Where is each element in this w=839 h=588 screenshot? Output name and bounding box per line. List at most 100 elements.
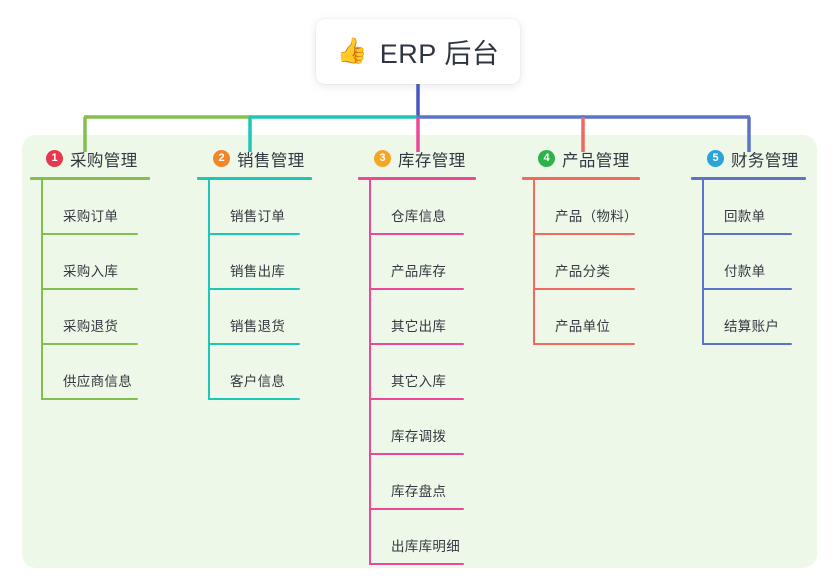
branch-items-5: 回款单付款单结算账户 [691, 180, 806, 345]
branch-item[interactable]: 出库库明细 [369, 510, 476, 565]
branch-item[interactable]: 付款单 [702, 235, 806, 290]
branch-item-label: 其它入库 [391, 374, 447, 389]
thumbs-up-icon: 👍 [336, 37, 368, 65]
branch-item[interactable]: 回款单 [702, 180, 806, 235]
branch-title-1: 采购管理 [70, 151, 138, 170]
branch-item-underline [533, 233, 635, 235]
branch-column-3: 3 库存管理仓库信息产品库存其它出库其它入库库存调拨库存盘点出库库明细 [358, 147, 476, 565]
branch-item[interactable]: 产品单位 [533, 290, 640, 345]
branch-badge-3: 3 [374, 150, 391, 167]
branch-badge-1: 1 [46, 150, 63, 167]
branch-items-4: 产品（物料） 产品分类产品单位 [522, 180, 640, 345]
branch-items-2: 销售订单销售出库销售退货客户信息 [197, 180, 312, 400]
branch-item-underline [41, 398, 138, 400]
branch-items-3: 仓库信息产品库存其它出库其它入库库存调拨库存盘点出库库明细 [358, 180, 476, 565]
branch-item[interactable]: 产品库存 [369, 235, 476, 290]
branch-item[interactable]: 采购入库 [41, 235, 150, 290]
branch-item[interactable]: 销售订单 [208, 180, 312, 235]
branch-item-underline [369, 398, 464, 400]
branch-badge-2: 2 [213, 150, 230, 167]
branch-item-underline [702, 343, 792, 345]
branch-item[interactable]: 库存盘点 [369, 455, 476, 510]
branch-column-4: 4 产品管理产品（物料） 产品分类产品单位 [522, 147, 640, 345]
branch-trunk-2 [208, 180, 210, 400]
branch-item[interactable]: 销售出库 [208, 235, 312, 290]
branch-item-label: 采购订单 [63, 209, 119, 224]
branch-trunk-3 [369, 180, 371, 565]
branch-item[interactable]: 供应商信息 [41, 345, 150, 400]
branch-item-underline [369, 233, 464, 235]
root-node-title: ERP 后台 [379, 39, 500, 69]
branch-badge-4: 4 [538, 150, 555, 167]
branch-item-label: 仓库信息 [391, 209, 447, 224]
branch-header-2[interactable]: 2 销售管理 [197, 147, 312, 170]
branch-header-1[interactable]: 1 采购管理 [30, 147, 150, 170]
branch-item[interactable]: 其它入库 [369, 345, 476, 400]
branch-item-underline [41, 233, 138, 235]
branch-item-label: 出库库明细 [391, 539, 460, 554]
branch-title-2: 销售管理 [237, 151, 305, 170]
branch-item-underline [369, 508, 464, 510]
branch-trunk-5 [702, 180, 704, 345]
branch-item-underline [369, 563, 464, 565]
branch-item-underline [208, 343, 300, 345]
branch-item-underline [533, 288, 635, 290]
branch-item-label: 产品（物料） [555, 209, 638, 224]
branch-item-label: 供应商信息 [63, 374, 132, 389]
branch-title-4: 产品管理 [562, 151, 630, 170]
branch-underline-4 [522, 177, 640, 180]
branch-item-label: 产品库存 [391, 264, 447, 279]
root-node[interactable]: 👍 ERP 后台 [316, 19, 520, 84]
branch-item-underline [702, 288, 792, 290]
branch-item[interactable]: 结算账户 [702, 290, 806, 345]
branch-item-label: 销售退货 [230, 319, 286, 334]
branch-item-label: 采购入库 [63, 264, 119, 279]
branch-underline-2 [197, 177, 312, 180]
branch-item-label: 付款单 [724, 264, 766, 279]
branch-underline-1 [30, 177, 150, 180]
branch-item-underline [702, 233, 792, 235]
root-node-content: 👍 ERP 后台 [337, 32, 500, 71]
branch-item-label: 销售出库 [230, 264, 286, 279]
branch-item-label: 产品分类 [555, 264, 611, 279]
branch-item-underline [208, 233, 300, 235]
branch-item-label: 其它出库 [391, 319, 447, 334]
branch-underline-5 [691, 177, 806, 180]
branch-item-label: 销售订单 [230, 209, 286, 224]
branch-column-2: 2 销售管理销售订单销售出库销售退货客户信息 [197, 147, 312, 400]
branch-item-underline [369, 288, 464, 290]
branch-header-3[interactable]: 3 库存管理 [358, 147, 476, 170]
branch-title-3: 库存管理 [398, 151, 466, 170]
branch-title-5: 财务管理 [731, 151, 799, 170]
branch-item[interactable]: 采购退货 [41, 290, 150, 345]
branches-panel [22, 135, 817, 568]
branch-item[interactable]: 库存调拨 [369, 400, 476, 455]
branch-trunk-4 [533, 180, 535, 345]
branch-items-1: 采购订单采购入库采购退货供应商信息 [30, 180, 150, 400]
branch-item-label: 回款单 [724, 209, 766, 224]
branch-item-label: 客户信息 [230, 374, 286, 389]
branch-item-label: 采购退货 [63, 319, 119, 334]
branch-item-label: 库存盘点 [391, 484, 447, 499]
branch-item-underline [208, 288, 300, 290]
branch-item-underline [41, 343, 138, 345]
branch-item-underline [208, 398, 300, 400]
branch-item[interactable]: 其它出库 [369, 290, 476, 345]
branch-item-underline [533, 343, 635, 345]
branch-item[interactable]: 销售退货 [208, 290, 312, 345]
branch-item[interactable]: 采购订单 [41, 180, 150, 235]
branch-item-underline [369, 343, 464, 345]
branch-item[interactable]: 客户信息 [208, 345, 312, 400]
branch-column-1: 1 采购管理采购订单采购入库采购退货供应商信息 [30, 147, 150, 400]
branch-item-underline [369, 453, 464, 455]
branch-header-4[interactable]: 4 产品管理 [522, 147, 640, 170]
branch-item-label: 库存调拨 [391, 429, 447, 444]
branch-item[interactable]: 产品（物料） [533, 180, 640, 235]
branch-item[interactable]: 仓库信息 [369, 180, 476, 235]
branch-item-underline [41, 288, 138, 290]
branch-item[interactable]: 产品分类 [533, 235, 640, 290]
